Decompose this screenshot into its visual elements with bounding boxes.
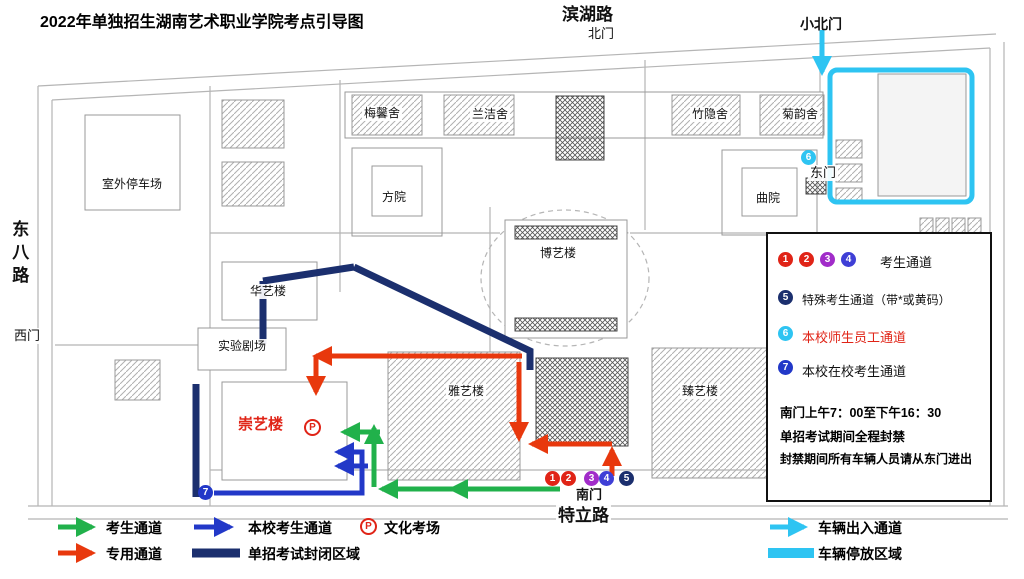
legend-row3-label: 本校师生员工通道 — [802, 330, 907, 345]
legend-row4-label: 本校在校考生通道 — [802, 364, 907, 379]
building-chongyilou: 崇艺楼 — [238, 416, 284, 433]
marker-1: 1 — [545, 471, 560, 486]
legend-marker-1: 1 — [778, 252, 793, 267]
building-zhuyinshe: 竹隐舍 — [690, 107, 731, 122]
road-teli: 特立路 — [556, 505, 611, 527]
legend-box: 1 2 3 4 考生通道 5 特殊考生通道（带*或黄码） 6 本校师生员工通道 … — [766, 232, 992, 502]
legend-p-icon: P — [360, 518, 377, 535]
building-yayilou: 雅艺楼 — [446, 384, 487, 399]
blue-route-from-7 — [214, 442, 365, 496]
gate-small-north: 小北门 — [800, 16, 842, 32]
legend-note-1: 南门上午7：00至下午16：30 — [780, 406, 942, 420]
legend-marker-4: 4 — [841, 252, 856, 267]
building-boyilou: 博艺楼 — [538, 246, 579, 261]
gate-west: 西门 — [12, 328, 43, 345]
gate-east: 东门 — [808, 165, 839, 182]
marker-6: 6 — [801, 150, 816, 165]
legend-note-2: 单招考试期间全程封禁 — [780, 430, 906, 444]
routes — [58, 30, 975, 563]
building-zhenyilou: 臻艺楼 — [680, 384, 721, 399]
legend-marker-7: 7 — [778, 360, 793, 375]
bottom-legend-cyan-bar-label: 车辆停放区域 — [818, 546, 902, 562]
gate-north: 北门 — [588, 26, 615, 41]
legend-row2-label: 特殊考生通道（带*或黄码） — [802, 293, 951, 307]
marker-7: 7 — [198, 485, 213, 500]
culture-exam-p-icon: P — [304, 419, 321, 436]
road-binhu: 滨湖路 — [562, 5, 613, 24]
vehicle-parking-loop — [827, 67, 975, 205]
legend-marker-6: 6 — [778, 326, 793, 341]
bottom-legend-red-label: 专用通道 — [106, 546, 162, 562]
legend-note-3: 封禁期间所有车辆人员请从东门进出 — [780, 452, 973, 466]
page-title: 2022年单独招生湖南艺术职业学院考点引导图 — [40, 14, 364, 31]
bottom-legend-cyan-arrow-label: 车辆出入通道 — [818, 520, 902, 536]
building-quyuan: 曲院 — [754, 191, 783, 206]
closed-zone-diagonal-line — [352, 263, 534, 370]
bottom-legend-blue-label: 本校考生通道 — [248, 520, 332, 536]
legend-marker-3: 3 — [820, 252, 835, 267]
building-shiyanjuchang: 实验剧场 — [216, 339, 269, 354]
legend-row1-label: 考生通道 — [880, 255, 933, 270]
building-juyunshe: 菊韵舍 — [780, 107, 821, 122]
marker-5: 5 — [619, 471, 634, 486]
legend-marker-5: 5 — [778, 290, 793, 305]
building-lanjieshe: 兰洁舍 — [470, 107, 511, 122]
closed-zone-top-line — [262, 263, 355, 285]
marker-3: 3 — [584, 471, 599, 486]
building-huayilou: 华艺楼 — [248, 284, 289, 299]
bottom-legend-green-label: 考生通道 — [106, 520, 162, 536]
road-dongba: 东八路 — [9, 220, 29, 289]
base-buildings — [84, 73, 982, 481]
marker-4: 4 — [599, 471, 614, 486]
marker-2: 2 — [561, 471, 576, 486]
building-fangyuan: 方院 — [380, 190, 409, 205]
building-meixinshe: 梅馨舍 — [362, 106, 403, 121]
gate-south: 南门 — [574, 487, 605, 504]
bottom-legend-navy-label: 单招考试封闭区域 — [248, 546, 360, 562]
building-outdoor-parking: 室外停车场 — [100, 177, 165, 192]
legend-marker-2: 2 — [799, 252, 814, 267]
bottom-legend-culture-label: 文化考场 — [384, 520, 440, 536]
